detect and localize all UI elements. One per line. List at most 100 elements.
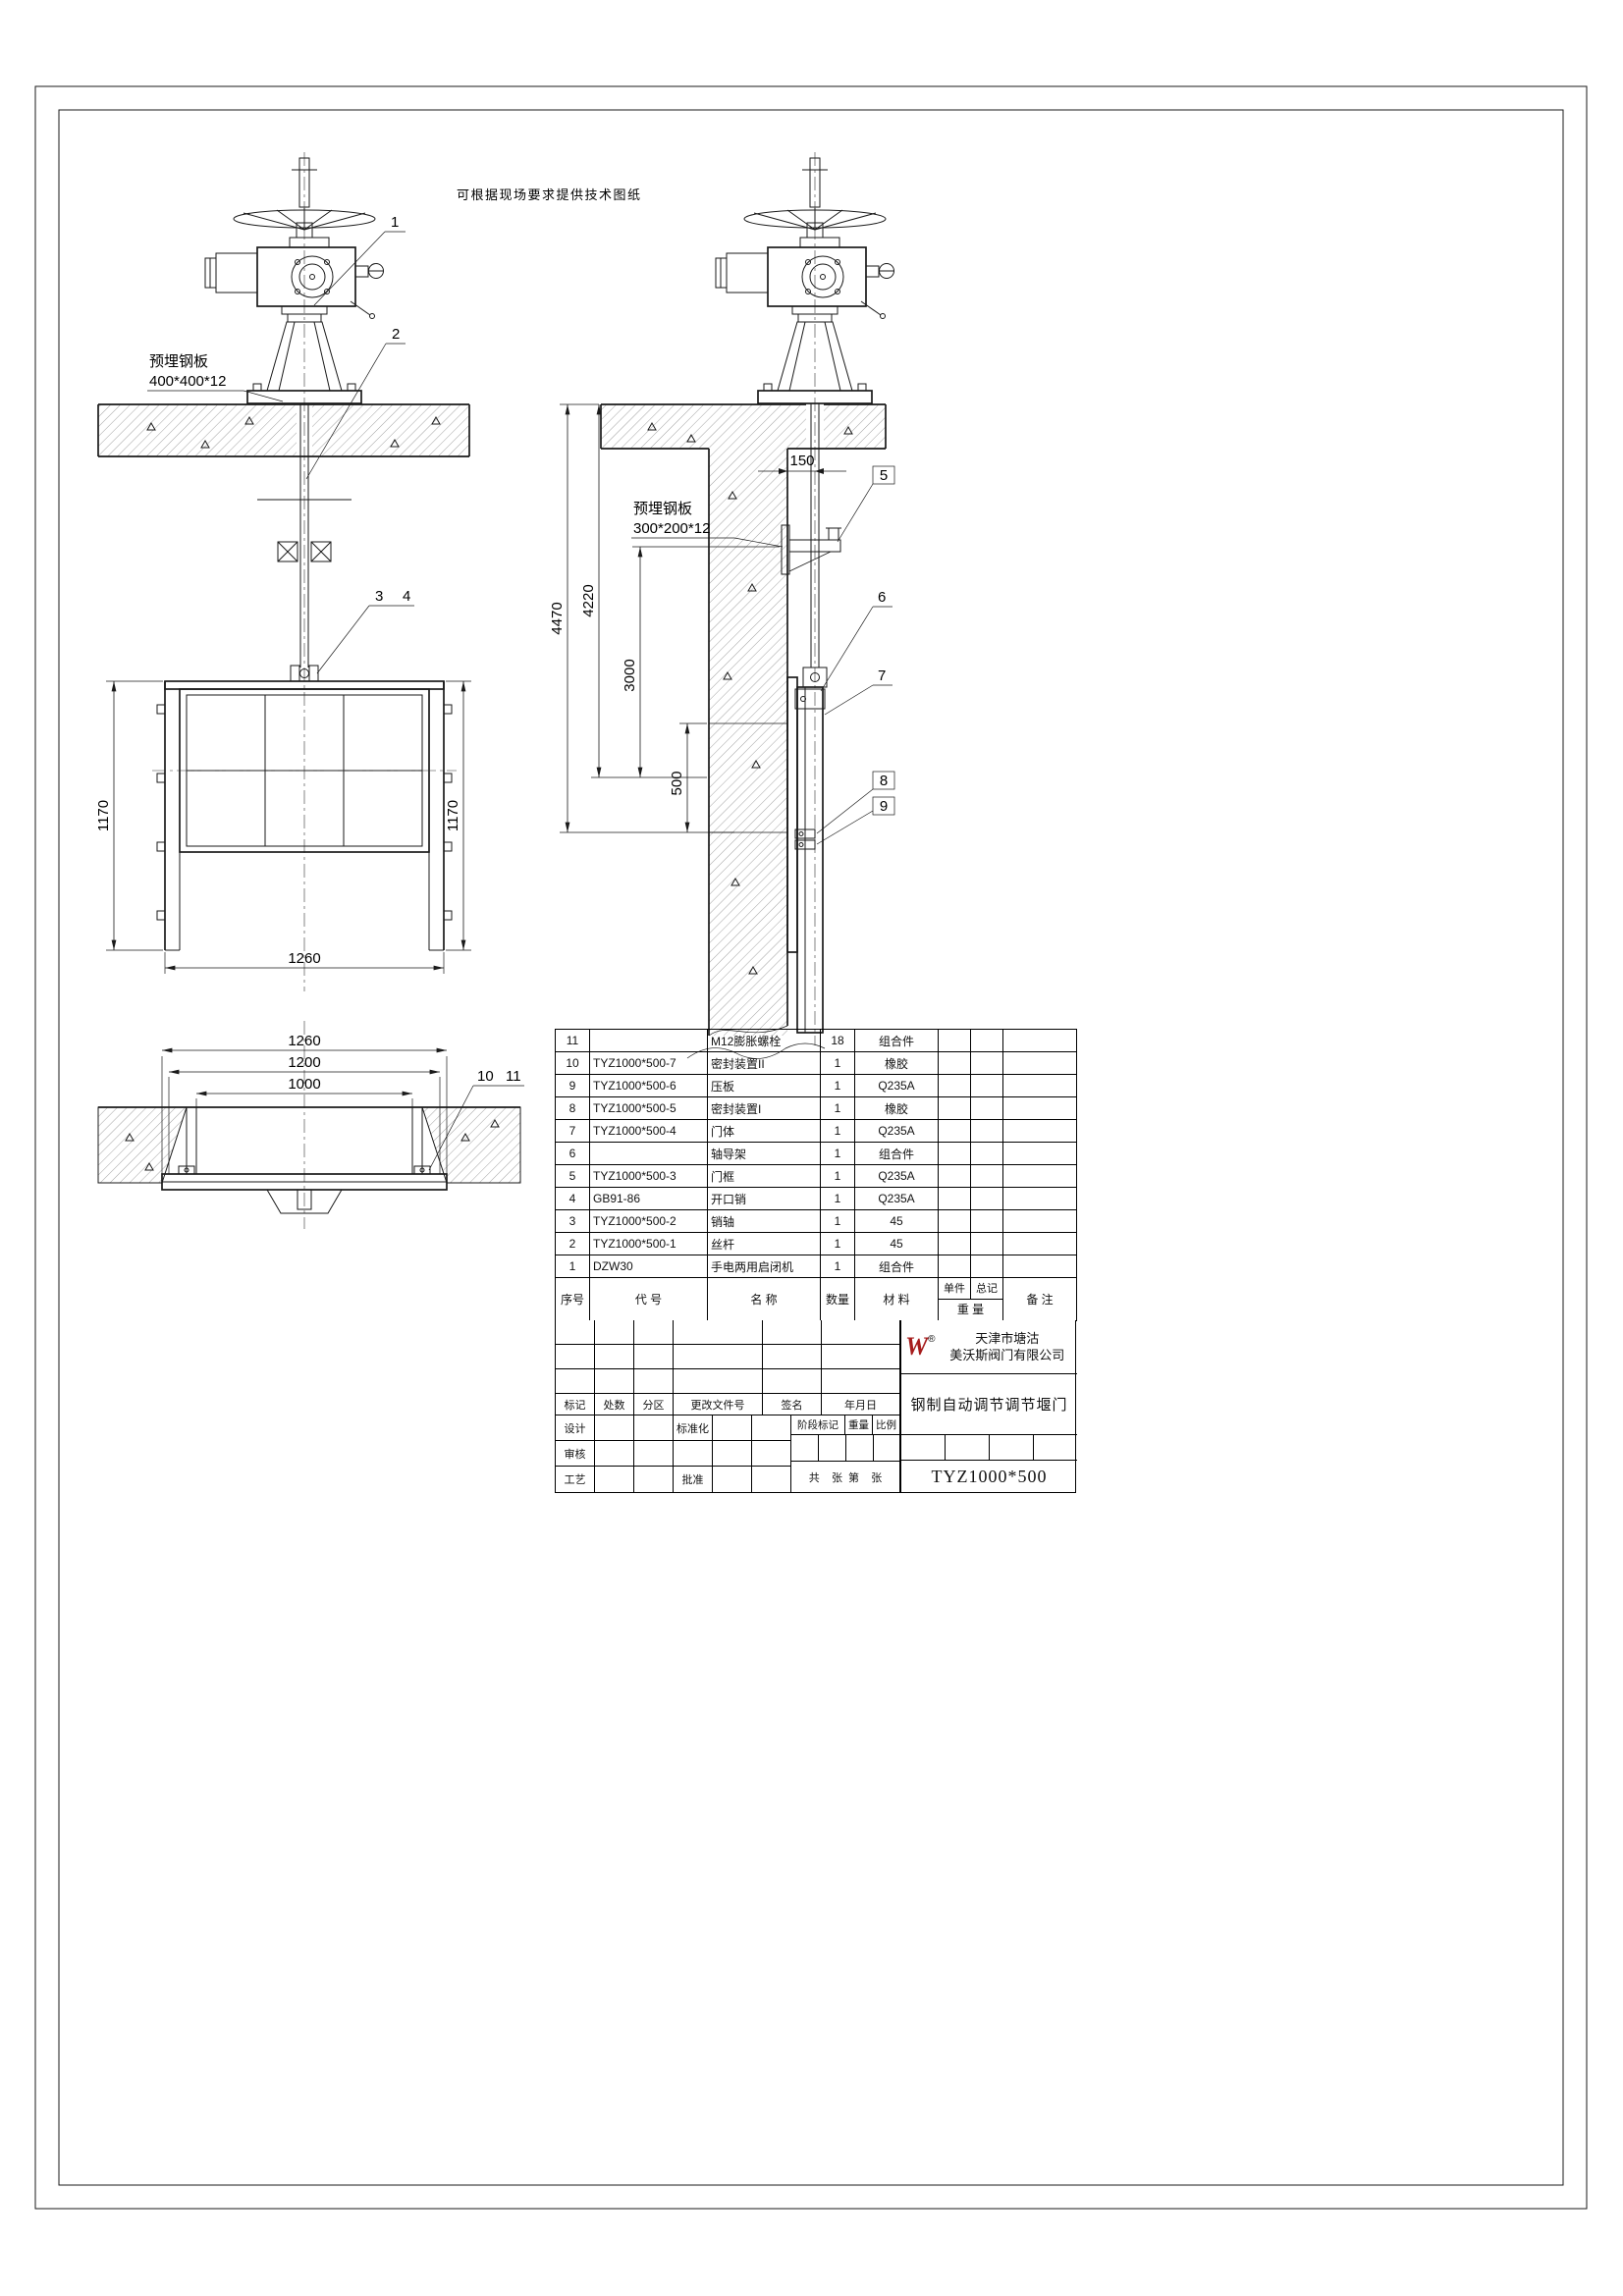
bom-cell-unit — [938, 1164, 971, 1188]
bom-cell-total — [970, 1164, 1003, 1188]
bom-header-name: 名 称 — [707, 1277, 821, 1321]
callout-1: 1 — [313, 214, 406, 306]
bom-cell-qty: 1 — [820, 1074, 855, 1097]
plan-concrete — [97, 1106, 521, 1184]
front-view: 1170 1170 1260 1 2 3 4 — [95, 152, 471, 991]
bom-cell-qty: 1 — [820, 1209, 855, 1233]
svg-text:500: 500 — [669, 771, 685, 795]
front-slab — [97, 403, 470, 457]
bom-cell-no: 2 — [555, 1232, 590, 1255]
bom-cell-unit — [938, 1051, 971, 1075]
label-scale: 比例 — [873, 1415, 900, 1435]
svg-text:10: 10 — [477, 1068, 494, 1085]
bom-cell-code — [589, 1142, 708, 1165]
inner-border — [58, 109, 1564, 2186]
revision-header: 标记 处数 分区 更改文件号 签名 年月日 — [556, 1394, 900, 1415]
svg-text:预埋钢板: 预埋钢板 — [149, 352, 208, 370]
bom-cell-name: 密封装置I — [707, 1096, 821, 1120]
svg-text:1170: 1170 — [445, 800, 461, 831]
callout-3-4: 3 4 — [316, 588, 414, 674]
bom-cell-material: 组合件 — [854, 1255, 939, 1278]
bom-cell-material: 橡胶 — [854, 1051, 939, 1075]
bom-header-weight-label: 重 量 — [956, 1303, 985, 1316]
svg-text:1200: 1200 — [288, 1054, 320, 1071]
bom-cell-name: 销轴 — [707, 1209, 821, 1233]
side-dim-3000: 3000 — [622, 546, 780, 777]
front-dim-bottom: 1260 — [164, 950, 445, 974]
bom-cell-total — [970, 1187, 1003, 1210]
bom-cell-remark — [1002, 1142, 1077, 1165]
bom-cell-no: 3 — [555, 1209, 590, 1233]
bom-cell-code: GB91-86 — [589, 1187, 708, 1210]
svg-text:1260: 1260 — [288, 1033, 320, 1049]
svg-text:3: 3 — [375, 588, 383, 605]
bom-cell-code: TYZ1000*500-7 — [589, 1051, 708, 1075]
plan-dim-1000: 1000 — [195, 1076, 413, 1109]
plan-gate-channel — [161, 1107, 448, 1214]
svg-text:4220: 4220 — [580, 584, 597, 616]
bom-cell-total — [970, 1209, 1003, 1233]
bom-cell-total — [970, 1255, 1003, 1278]
side-dim-150: 150 — [758, 453, 846, 474]
svg-text:400*400*12: 400*400*12 — [149, 373, 226, 390]
callout-10-11: 10 11 — [428, 1068, 524, 1171]
bom-header-code: 代 号 — [589, 1277, 708, 1321]
drawing-model: TYZ1000*500 — [931, 1467, 1048, 1486]
front-dim-left: 1170 — [95, 680, 163, 951]
company-line-1: 天津市塘沽 — [975, 1331, 1040, 1346]
label-date: 年月日 — [822, 1394, 900, 1415]
bom-cell-name: 密封装置II — [707, 1051, 821, 1075]
label-zone: 分区 — [634, 1394, 674, 1415]
bom-header-material: 材 料 — [854, 1277, 939, 1321]
bom-cell-qty: 1 — [820, 1096, 855, 1120]
bom-cell-total — [970, 1232, 1003, 1255]
bom-cell-material: Q235A — [854, 1119, 939, 1143]
svg-text:5: 5 — [880, 467, 888, 484]
bom-cell-remark — [1002, 1074, 1077, 1097]
bom-cell-unit — [938, 1029, 971, 1052]
bom-cell-remark — [1002, 1164, 1077, 1188]
bom-cell-unit — [938, 1096, 971, 1120]
bom-cell-unit — [938, 1119, 971, 1143]
bom-header-unit-weight: 单件 — [940, 1278, 971, 1299]
svg-text:1: 1 — [391, 214, 399, 231]
svg-text:8: 8 — [880, 773, 888, 789]
company-line-2: 美沃斯阀门有限公司 — [949, 1348, 1065, 1362]
bom-header-no: 序号 — [555, 1277, 590, 1321]
bom-cell-name: 轴导架 — [707, 1142, 821, 1165]
bom-cell-material: Q235A — [854, 1164, 939, 1188]
bom-cell-material: 橡胶 — [854, 1096, 939, 1120]
signature-grid: 设计 标准化 审核 工艺 批准 — [556, 1415, 791, 1493]
label-change-doc: 更改文件号 — [674, 1394, 763, 1415]
label-review: 审核 — [556, 1441, 595, 1467]
registered-mark-icon: ® — [928, 1334, 936, 1345]
bom-cell-material: 组合件 — [854, 1142, 939, 1165]
svg-text:1260: 1260 — [288, 950, 320, 967]
bom-header-remark: 备 注 — [1002, 1277, 1077, 1321]
bom-cell-qty: 18 — [820, 1029, 855, 1052]
logo-mark: W — [905, 1332, 929, 1361]
revision-grid — [556, 1320, 900, 1394]
bom-cell-no: 11 — [555, 1029, 590, 1052]
bom-cell-name: 开口销 — [707, 1187, 821, 1210]
company-logo: W ® — [905, 1334, 936, 1360]
bom-cell-unit — [938, 1187, 971, 1210]
bom-cell-no: 1 — [555, 1255, 590, 1278]
label-mark: 标记 — [556, 1394, 595, 1415]
title-small-grid — [901, 1435, 1077, 1461]
bom-cell-name: 丝杆 — [707, 1232, 821, 1255]
bom-cell-code: TYZ1000*500-3 — [589, 1164, 708, 1188]
svg-text:6: 6 — [878, 589, 886, 606]
bom-cell-code: DZW30 — [589, 1255, 708, 1278]
svg-text:预埋钢板: 预埋钢板 — [633, 500, 692, 517]
stage-block: 阶段标记 重量 比例 共 张 第 张 — [791, 1415, 900, 1493]
sheet-note: 可根据现场要求提供技术图纸 — [457, 187, 642, 202]
